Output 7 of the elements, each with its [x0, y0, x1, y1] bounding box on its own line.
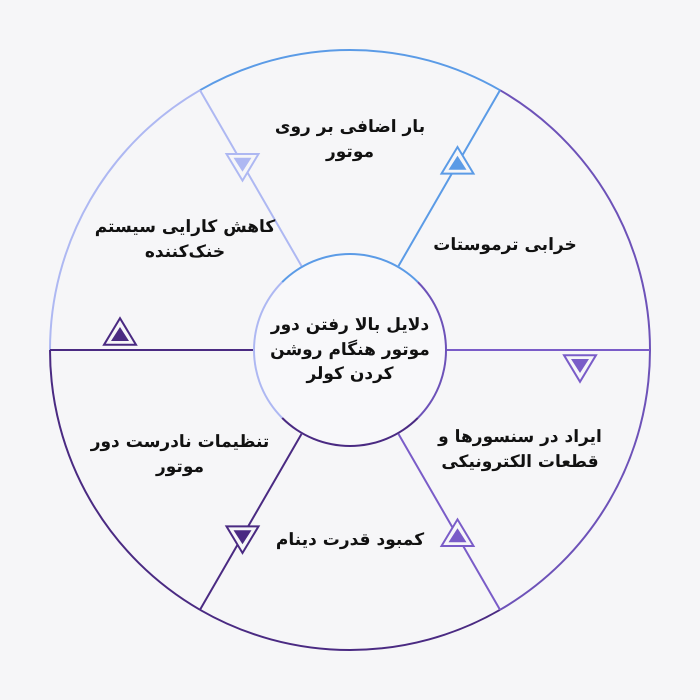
cause-label: بار اضافی بر روی موتور — [274, 116, 426, 164]
cause-label: کمبود قدرت دینام — [276, 528, 424, 552]
cause-label: کاهش کارایی سیستم خنک‌کننده — [94, 216, 276, 264]
cause-label: تنظیمات نادرست دور موتور — [89, 431, 270, 479]
title-text: دلایل بالا رفتن دور موتور هنگام روشن کردن کولر — [270, 314, 430, 386]
cause-label: ایراد در سنسورها و قطعات الکترونیکی — [436, 426, 603, 474]
cause-label: خرابی ترموستات — [433, 234, 577, 257]
